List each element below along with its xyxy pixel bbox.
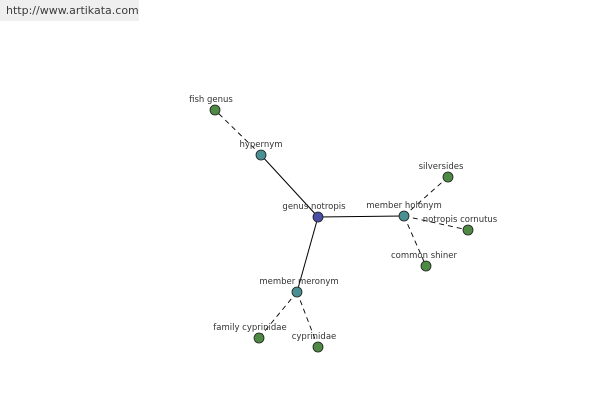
node-cyprinidae-family[interactable] xyxy=(253,332,265,344)
node-shiner[interactable] xyxy=(420,260,432,272)
edge-center-meronym xyxy=(296,216,319,293)
graph-edges xyxy=(214,109,469,348)
node-label-hypernym[interactable]: hypernym xyxy=(239,140,282,150)
node-meronym[interactable] xyxy=(291,286,303,298)
node-label-cornutus[interactable]: notropis cornutus xyxy=(423,215,498,225)
node-label-center[interactable]: genus notropis xyxy=(282,202,346,212)
edge-center-hypernym xyxy=(260,154,319,218)
edge-holonym-silversides xyxy=(403,176,449,217)
node-fish[interactable] xyxy=(209,104,221,116)
edge-holonym-shiner xyxy=(403,215,427,267)
node-hypernym[interactable] xyxy=(255,149,267,161)
edge-meronym-cyprinidae xyxy=(296,291,319,348)
edge-holonym-cornutus xyxy=(403,215,469,231)
node-label-fish[interactable]: fish genus xyxy=(189,95,233,105)
node-label-shiner[interactable]: common shiner xyxy=(391,251,458,261)
edge-hypernym-fish xyxy=(214,109,262,156)
node-silversides[interactable] xyxy=(442,171,454,183)
node-label-meronym[interactable]: member meronym xyxy=(259,277,338,287)
node-holonym[interactable] xyxy=(398,210,410,222)
url-banner: http://www.artikata.com xyxy=(0,0,139,21)
node-label-holonym[interactable]: member holonym xyxy=(366,201,441,211)
site-url[interactable]: http://www.artikata.com xyxy=(6,4,139,17)
node-label-cyprinidae[interactable]: cyprinidae xyxy=(292,332,337,342)
node-cornutus[interactable] xyxy=(462,224,474,236)
node-label-silversides[interactable]: silversides xyxy=(419,162,464,172)
graph-nodes: genus notropis hypernym fish genus member h… xyxy=(189,95,498,353)
node-center[interactable] xyxy=(312,211,324,223)
node-label-cyprinidae-family[interactable]: family cyprinidae xyxy=(213,323,286,333)
edge-meronym-cyprinidae-family xyxy=(258,291,298,339)
edge-center-holonym xyxy=(317,215,405,218)
node-cyprinidae[interactable] xyxy=(312,341,324,353)
